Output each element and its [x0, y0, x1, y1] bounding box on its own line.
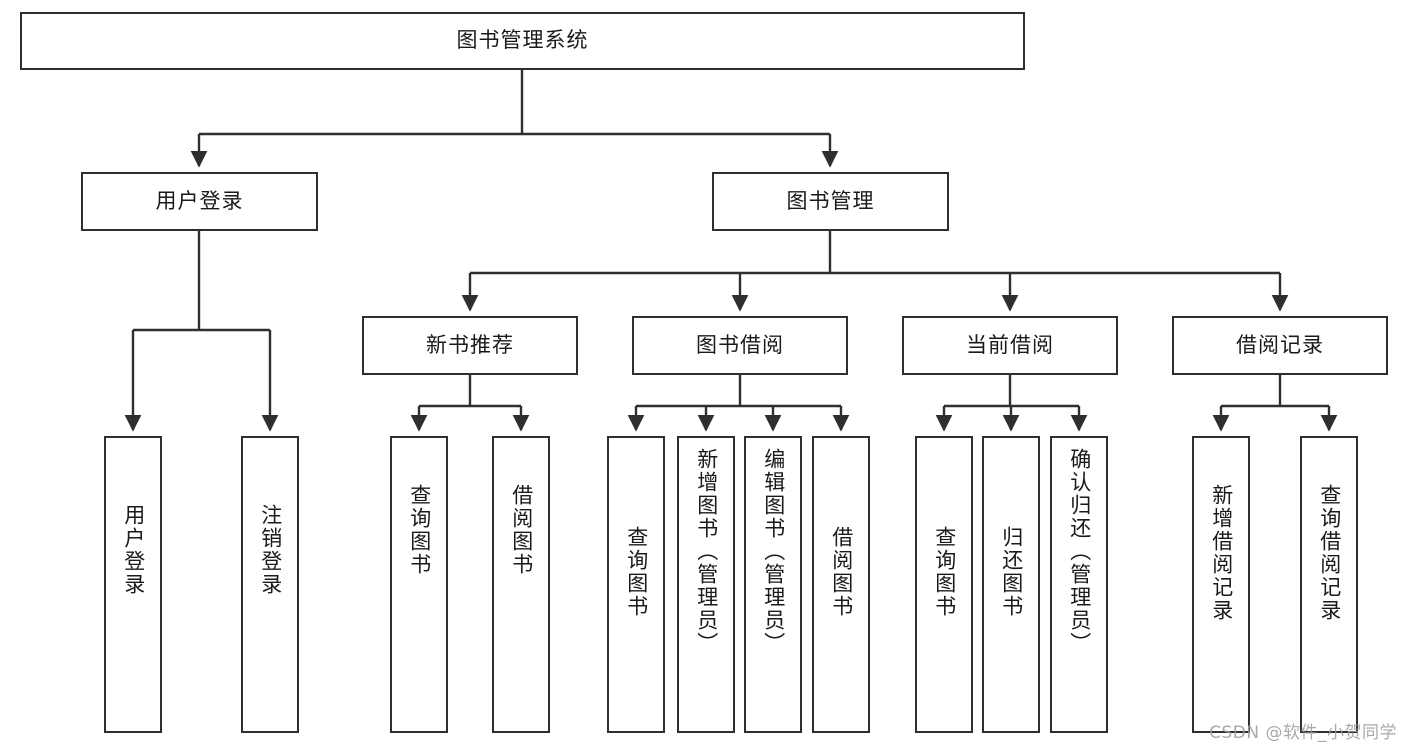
- node-current-borrow[interactable]: 当前借阅: [902, 316, 1118, 375]
- node-leaf-user-login[interactable]: 用户登录: [104, 436, 162, 733]
- node-current-borrow-label: 当前借阅: [966, 332, 1054, 357]
- node-leaf-query-book-2-label: 查询图书: [624, 526, 649, 618]
- node-book-borrow[interactable]: 图书借阅: [632, 316, 848, 375]
- node-leaf-add-record-label: 新增借阅记录: [1209, 484, 1234, 622]
- node-leaf-logout-label: 注销登录: [258, 504, 283, 596]
- node-leaf-add-book-label: 新增图书（管理员）: [694, 448, 719, 655]
- node-book-borrow-label: 图书借阅: [696, 332, 784, 357]
- node-leaf-borrow-book-1[interactable]: 借阅图书: [492, 436, 550, 733]
- node-leaf-add-record[interactable]: 新增借阅记录: [1192, 436, 1250, 733]
- node-leaf-query-record[interactable]: 查询借阅记录: [1300, 436, 1358, 733]
- watermark-text: CSDN @软件_小贺同学: [1209, 723, 1397, 743]
- node-leaf-edit-book-label: 编辑图书（管理员）: [761, 448, 786, 655]
- node-new-book-recommend[interactable]: 新书推荐: [362, 316, 578, 375]
- node-root-label: 图书管理系统: [456, 28, 589, 53]
- node-leaf-query-book-2[interactable]: 查询图书: [607, 436, 665, 733]
- node-leaf-borrow-book-2-label: 借阅图书: [829, 526, 854, 618]
- node-leaf-user-login-label: 用户登录: [121, 504, 146, 596]
- node-book-manage-label: 图书管理: [786, 188, 875, 213]
- node-leaf-logout[interactable]: 注销登录: [241, 436, 299, 733]
- node-user-login[interactable]: 用户登录: [81, 172, 318, 231]
- node-user-login-label: 用户登录: [155, 188, 244, 213]
- node-leaf-query-record-label: 查询借阅记录: [1317, 484, 1342, 622]
- node-borrow-record-label: 借阅记录: [1236, 332, 1324, 357]
- node-book-manage[interactable]: 图书管理: [712, 172, 949, 231]
- node-leaf-return-book-label: 归还图书: [999, 526, 1024, 618]
- node-leaf-query-book-3[interactable]: 查询图书: [915, 436, 973, 733]
- node-leaf-return-book[interactable]: 归还图书: [982, 436, 1040, 733]
- node-borrow-record[interactable]: 借阅记录: [1172, 316, 1388, 375]
- node-leaf-query-book-3-label: 查询图书: [932, 526, 957, 618]
- node-leaf-borrow-book-1-label: 借阅图书: [509, 484, 534, 576]
- node-leaf-query-book-1-label: 查询图书: [407, 484, 432, 576]
- node-leaf-confirm-return-label: 确认归还（管理员）: [1067, 448, 1092, 655]
- node-leaf-edit-book[interactable]: 编辑图书（管理员）: [744, 436, 802, 733]
- node-leaf-query-book-1[interactable]: 查询图书: [390, 436, 448, 733]
- node-leaf-borrow-book-2[interactable]: 借阅图书: [812, 436, 870, 733]
- node-leaf-add-book[interactable]: 新增图书（管理员）: [677, 436, 735, 733]
- node-leaf-confirm-return[interactable]: 确认归还（管理员）: [1050, 436, 1108, 733]
- node-root[interactable]: 图书管理系统: [20, 12, 1025, 70]
- node-new-book-recommend-label: 新书推荐: [426, 332, 514, 357]
